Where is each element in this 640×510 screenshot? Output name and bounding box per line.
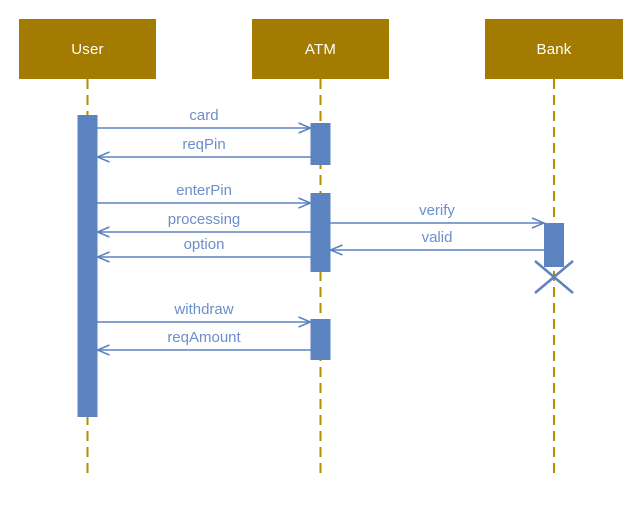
message-reqamount-label[interactable]: reqAmount <box>167 329 241 346</box>
message-option-label[interactable]: option <box>183 236 225 253</box>
message-option-arrow[interactable] <box>95 251 311 263</box>
arrowhead-left-icon <box>95 226 110 238</box>
message-verify-arrow[interactable] <box>330 217 546 229</box>
message-processing-arrow[interactable] <box>95 226 311 238</box>
message-enterpin-label[interactable]: enterPin <box>176 182 232 199</box>
message-card-arrow[interactable] <box>97 122 313 134</box>
activation-atm-1[interactable] <box>310 123 331 165</box>
message-reqpin-label[interactable]: reqPin <box>182 136 226 153</box>
arrowhead-right-icon <box>298 197 313 209</box>
arrowhead-right-icon <box>298 122 313 134</box>
message-valid-label[interactable]: valid <box>421 229 453 246</box>
message-reqamount-arrow[interactable] <box>95 344 311 356</box>
arrowhead-right-icon <box>298 316 313 328</box>
arrowhead-left-icon <box>95 151 110 163</box>
message-reqpin-arrow[interactable] <box>95 151 311 163</box>
activation-atm-2[interactable] <box>310 193 331 272</box>
message-processing-label[interactable]: processing <box>167 211 241 228</box>
actor-box-bank[interactable]: Bank <box>485 19 623 79</box>
actor-label-bank: Bank <box>536 40 572 58</box>
actor-label-user: User <box>71 40 104 58</box>
message-enterpin-arrow[interactable] <box>97 197 313 209</box>
arrowhead-left-icon <box>328 244 343 256</box>
arrowhead-left-icon <box>95 344 110 356</box>
arrowhead-left-icon <box>95 251 110 263</box>
destroy-x-icon[interactable] <box>534 260 574 294</box>
actor-box-user[interactable]: User <box>19 19 156 79</box>
message-card-label[interactable]: card <box>189 107 219 124</box>
message-verify-label[interactable]: verify <box>419 202 455 219</box>
actor-label-atm: ATM <box>304 40 337 58</box>
activation-bank[interactable] <box>544 223 564 267</box>
activation-user[interactable] <box>77 115 98 417</box>
message-valid-arrow[interactable] <box>328 244 545 256</box>
message-withdraw-arrow[interactable] <box>97 316 313 328</box>
actor-box-atm[interactable]: ATM <box>252 19 389 79</box>
activation-atm-3[interactable] <box>310 319 331 360</box>
message-withdraw-label[interactable]: withdraw <box>174 301 234 318</box>
arrowhead-right-icon <box>531 217 546 229</box>
